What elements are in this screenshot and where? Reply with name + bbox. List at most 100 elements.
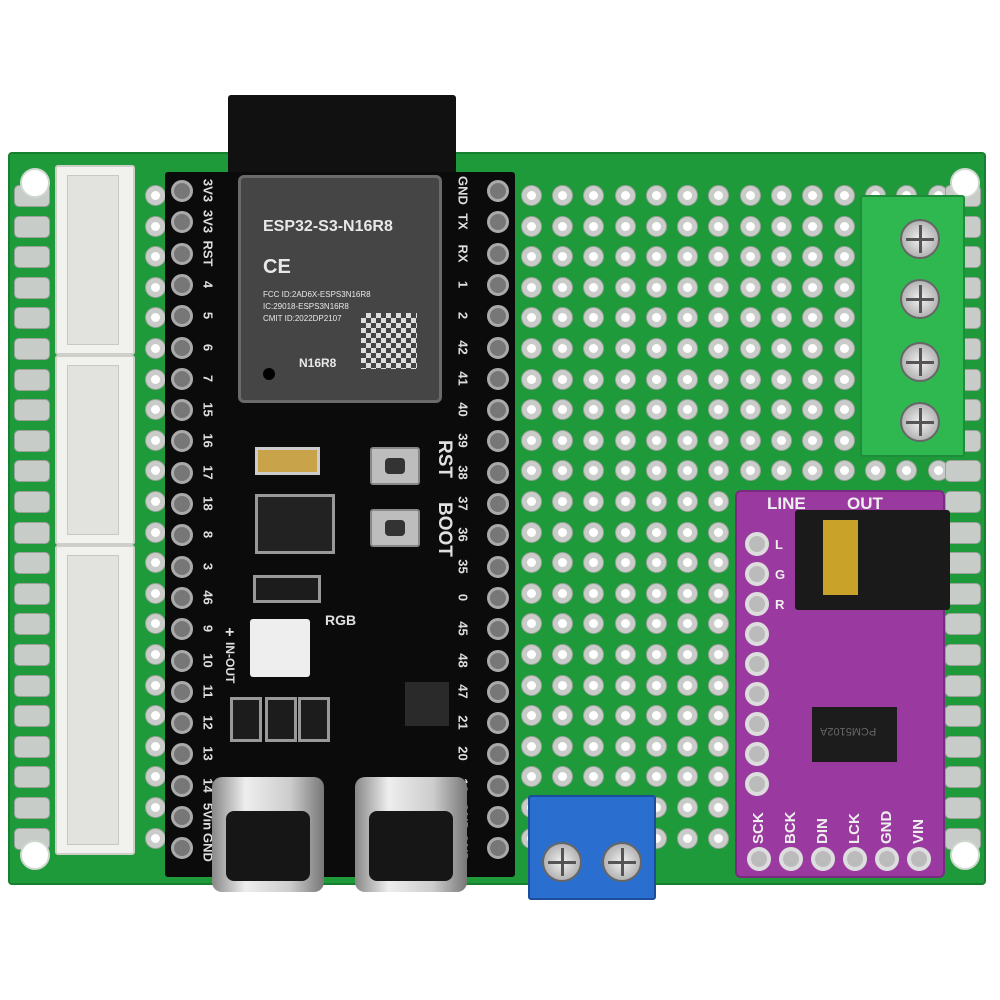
perfboard-hole	[833, 307, 855, 329]
perfboard-hole	[551, 735, 573, 757]
screw-icon[interactable]	[900, 279, 940, 319]
perfboard-hole	[802, 368, 824, 390]
dac-side-pin	[745, 532, 769, 556]
header-pin	[487, 367, 509, 390]
edge-pad	[14, 276, 50, 299]
edge-pad	[945, 552, 981, 575]
perfboard-hole	[520, 735, 542, 757]
diode	[265, 697, 297, 742]
header-pin	[171, 461, 193, 484]
usb-c-port[interactable]	[212, 777, 324, 892]
perfboard-hole	[551, 185, 573, 206]
perfboard-hole	[739, 460, 761, 482]
header-pin	[487, 430, 509, 453]
pin-label: RST	[200, 240, 216, 267]
header-pin	[487, 461, 509, 484]
header-pin	[487, 837, 509, 860]
diode	[253, 575, 321, 603]
perfboard-hole	[645, 276, 667, 298]
screw-icon[interactable]	[900, 402, 940, 442]
screw-icon[interactable]	[542, 842, 582, 882]
screw-icon[interactable]	[602, 842, 642, 882]
edge-pad	[14, 552, 50, 575]
perfboard-hole	[771, 215, 792, 237]
perfboard-hole	[520, 399, 542, 421]
perfboard-hole	[520, 521, 542, 543]
perfboard-hole	[708, 674, 730, 696]
dac-pin-label: DIN	[814, 818, 831, 844]
perfboard-hole	[833, 276, 855, 298]
perfboard-hole	[520, 582, 542, 604]
header-pin	[171, 211, 193, 234]
pin-label: 45	[455, 621, 471, 636]
perfboard-hole	[583, 460, 605, 482]
perfboard-hole	[551, 246, 573, 268]
perfboard-hole	[551, 429, 573, 451]
perfboard-hole	[145, 185, 166, 206]
perfboard-hole	[583, 766, 605, 788]
pin-label: 1	[455, 280, 471, 288]
pin-label: 36	[455, 527, 471, 543]
dac-side-pin	[745, 592, 769, 616]
pin-label: 7	[200, 374, 216, 382]
perfboard-hole	[771, 246, 792, 268]
perfboard-hole	[614, 368, 636, 390]
screw-icon[interactable]	[900, 219, 940, 259]
perfboard-hole	[708, 613, 730, 635]
perfboard-hole	[145, 368, 166, 390]
perfboard-hole	[520, 644, 542, 665]
perfboard-hole	[645, 735, 667, 757]
perfboard-hole	[583, 582, 605, 604]
perfboard-hole	[896, 460, 918, 482]
perfboard-hole	[145, 705, 166, 727]
perfboard-hole	[551, 460, 573, 482]
perfboard-hole	[739, 429, 761, 451]
header-pin	[487, 586, 509, 609]
audio-jack[interactable]	[795, 510, 950, 610]
qr-code	[361, 313, 417, 369]
screw-icon[interactable]	[900, 342, 940, 382]
dac-pin-label: SCK	[750, 812, 767, 844]
dac-side-pin	[745, 712, 769, 736]
perfboard-hole	[551, 674, 573, 696]
perfboard-hole	[708, 276, 730, 298]
perfboard-hole	[739, 307, 761, 329]
header-pin	[487, 242, 509, 265]
perfboard-hole	[708, 429, 730, 451]
voltage-regulator	[255, 494, 335, 554]
perfboard-hole	[833, 429, 855, 451]
perfboard-hole	[833, 399, 855, 421]
perfboard-hole	[583, 674, 605, 696]
perfboard-hole	[145, 766, 166, 788]
perfboard-hole	[771, 276, 792, 298]
edge-pad	[945, 705, 981, 728]
perfboard-hole	[583, 276, 605, 298]
perfboard-hole	[739, 276, 761, 298]
usb-c-port[interactable]	[355, 777, 467, 892]
perfboard-hole	[520, 307, 542, 329]
perfboard-hole	[833, 338, 855, 359]
perfboard-hole	[771, 185, 792, 206]
perfboard-hole	[771, 338, 792, 359]
pin1-marker	[263, 368, 275, 380]
line-label: LINE	[767, 494, 806, 513]
perfboard-hole	[833, 460, 855, 482]
boot-button[interactable]	[370, 509, 420, 547]
edge-pad	[14, 429, 50, 452]
perfboard-hole	[551, 552, 573, 574]
pin-label: 16	[200, 433, 216, 449]
perfboard-hole	[551, 705, 573, 727]
header-pin	[487, 399, 509, 422]
perfboard-hole	[520, 460, 542, 482]
usb-bridge-chip	[405, 682, 449, 726]
perfboard-hole	[614, 215, 636, 237]
edge-pad	[945, 521, 981, 544]
perfboard-hole	[645, 644, 667, 665]
perfboard-hole	[614, 644, 636, 665]
rst-button[interactable]	[370, 447, 420, 485]
module-antenna	[228, 95, 456, 185]
perfboard-hole	[677, 276, 699, 298]
header-pin	[487, 743, 509, 766]
edge-pad	[14, 521, 50, 544]
edge-pad	[945, 766, 981, 789]
